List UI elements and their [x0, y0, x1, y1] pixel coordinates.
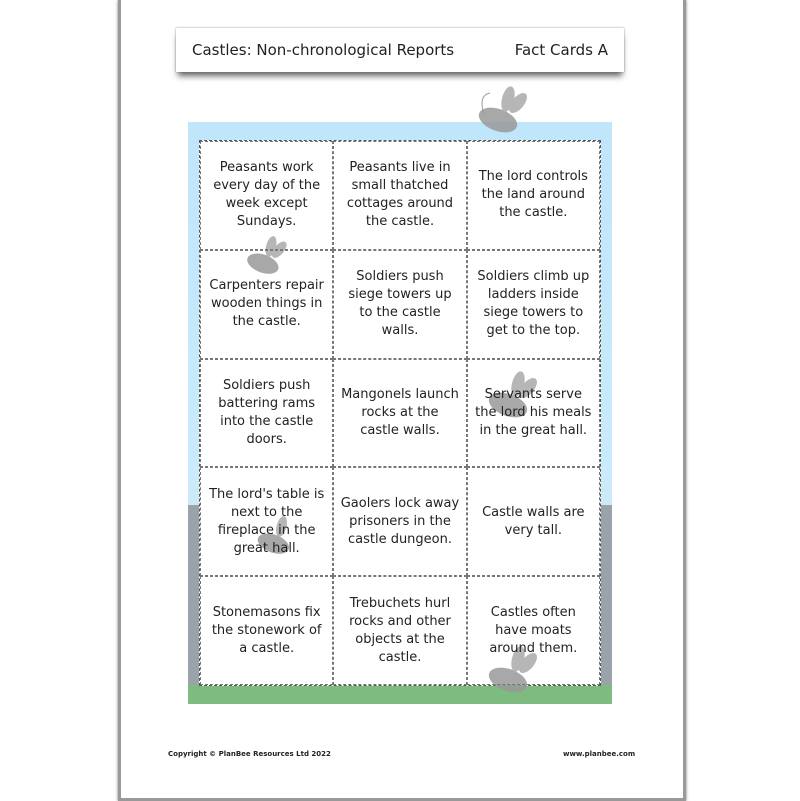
fact-card: Soldiers climb up ladders inside siege t… — [466, 249, 600, 359]
fact-card: Trebuchets hurl rocks and other objects … — [333, 576, 467, 685]
website-link: www.planbee.com — [563, 750, 636, 758]
fact-card: Carpenters repair wooden things in the c… — [200, 249, 334, 359]
fact-card: The lord's table is next to the fireplac… — [200, 467, 334, 577]
fact-card: Castle walls are very tall. — [466, 467, 600, 577]
fact-card: Peasants work every day of the week exce… — [200, 141, 334, 250]
fact-card: The lord controls the land around the ca… — [466, 141, 600, 250]
fact-card: Soldiers push battering rams into the ca… — [200, 358, 334, 468]
copyright-text: Copyright © PlanBee Resources Ltd 2022 — [168, 750, 331, 758]
page-header: Castles: Non-chronological Reports Fact … — [176, 28, 624, 72]
grass-strip — [188, 686, 612, 704]
fact-card: Castles often have moats around them. — [466, 576, 600, 685]
fact-card: Peasants live in small thatched cottages… — [333, 141, 467, 250]
page-subtitle: Fact Cards A — [514, 41, 608, 59]
castle-wall-right — [600, 505, 612, 685]
fact-card: Stonemasons fix the stonework of a castl… — [200, 576, 334, 685]
fact-card: Mangonels launch rocks at the castle wal… — [333, 358, 467, 468]
fact-card-grid: Peasants work every day of the week exce… — [199, 140, 601, 686]
fact-card: Soldiers push siege towers up to the cas… — [333, 249, 467, 359]
castle-wall-left — [188, 505, 200, 685]
fact-card: Gaolers lock away prisoners in the castl… — [333, 467, 467, 577]
fact-card: Servants serve the lord his meals in the… — [466, 358, 600, 468]
page-title: Castles: Non-chronological Reports — [192, 41, 455, 59]
